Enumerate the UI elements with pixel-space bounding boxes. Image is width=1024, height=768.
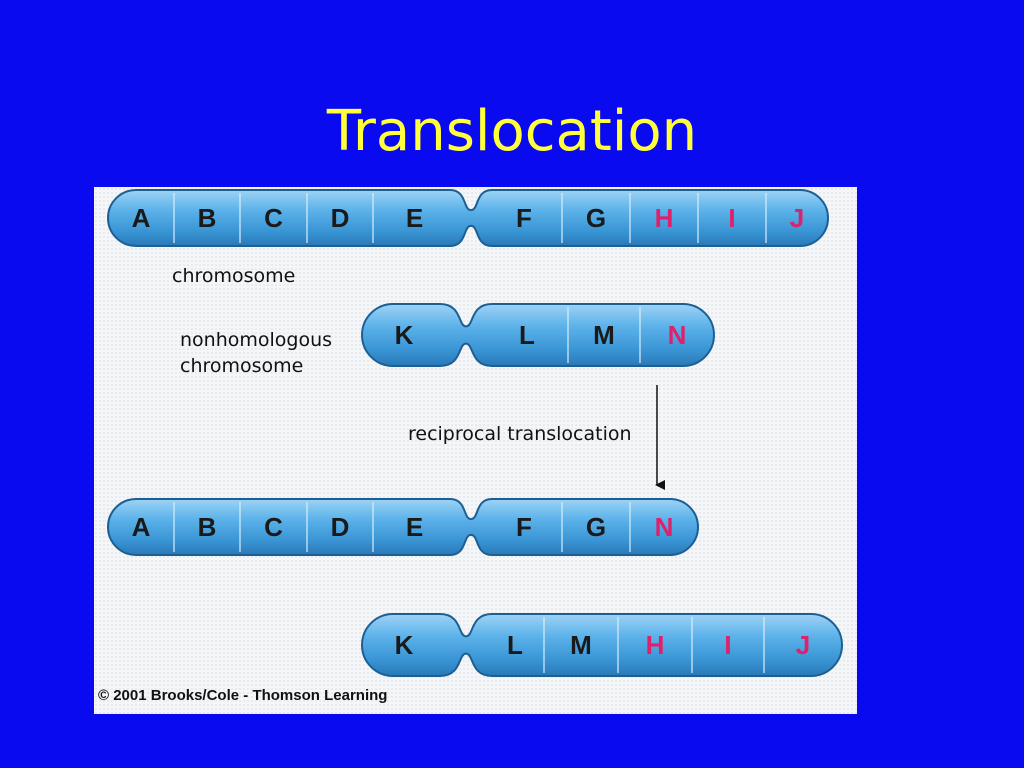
nonhomologous-label-line2: chromosome: [180, 355, 304, 377]
gene-label: M: [593, 320, 615, 350]
reciprocal-translocation-label: reciprocal translocation: [408, 423, 632, 445]
chromosome-body: [361, 303, 715, 367]
gene-label: M: [570, 630, 592, 660]
copyright-notice: © 2001 Brooks/Cole - Thomson Learning: [98, 687, 388, 704]
gene-label: H: [655, 203, 674, 233]
gene-label: F: [516, 203, 532, 233]
gene-label: B: [198, 203, 217, 233]
gene-label: E: [406, 203, 423, 233]
gene-label: L: [507, 630, 523, 660]
nonhomologous-label-line1: nonhomologous: [180, 329, 333, 351]
slide-title: Translocation: [326, 99, 698, 164]
gene-label: D: [331, 512, 350, 542]
nonhomologous-chromosome: K L M N: [361, 303, 715, 367]
gene-label: J: [790, 203, 804, 233]
gene-label: J: [796, 630, 810, 660]
chromosome-body: [107, 498, 699, 556]
gene-label: C: [264, 203, 283, 233]
gene-label: G: [586, 512, 606, 542]
original-chromosome: A B C D E F G H I J: [107, 189, 829, 247]
chromosome-body: [361, 613, 843, 677]
gene-label: K: [395, 630, 414, 660]
chromosome-body: [107, 189, 829, 247]
gene-label: B: [198, 512, 217, 542]
gene-label: I: [724, 630, 731, 660]
gene-label: F: [516, 512, 532, 542]
gene-label: N: [668, 320, 687, 350]
gene-label: H: [646, 630, 665, 660]
gene-label: L: [519, 320, 535, 350]
chromosome-diagram: A B C D E F G H I J K L M N A B C D E F G N K L M H I J: [107, 189, 843, 677]
chromosome-label: chromosome: [172, 265, 296, 287]
gene-label: E: [406, 512, 423, 542]
gene-label: G: [586, 203, 606, 233]
gene-label: I: [728, 203, 735, 233]
gene-label: N: [655, 512, 674, 542]
gene-label: K: [395, 320, 414, 350]
gene-label: D: [331, 203, 350, 233]
gene-label: A: [132, 512, 151, 542]
gene-label: A: [132, 203, 151, 233]
gene-label: C: [264, 512, 283, 542]
